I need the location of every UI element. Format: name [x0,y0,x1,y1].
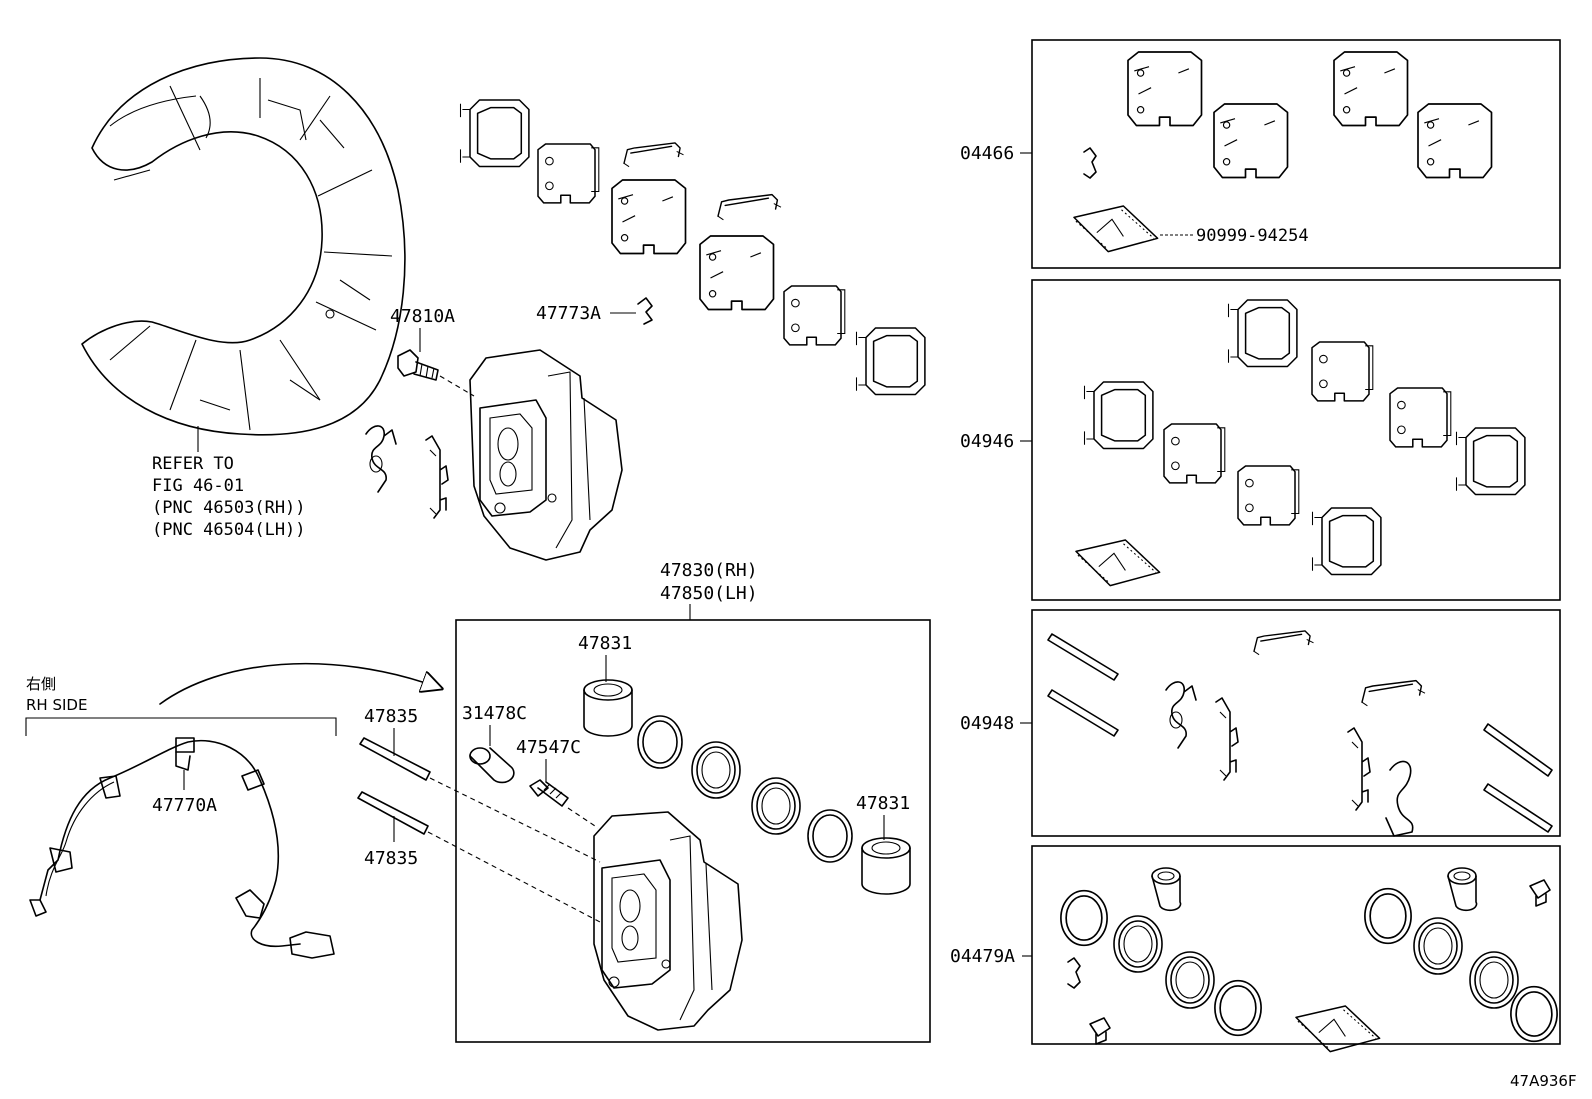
caliper-assembly-group: 47830(RH) 47850(LH) 47831 47831 31478C 4… [455,560,931,1043]
pad-clip-47773A: 47773A [536,297,653,325]
wear-sensor-harness: 47770A [29,737,335,959]
kit-04948-spring-1 [1165,681,1197,749]
guide-pin-47835-bottom: 47835 [357,791,601,923]
pad-shim-top-2 [783,285,846,346]
pad-bracket-top-right [855,327,926,396]
kit-04946-bracket-3 [1083,381,1154,450]
refer-line-1: REFER TO [152,454,234,474]
label-31478C: 31478C [462,703,527,724]
caliper-piston-2 [861,837,911,895]
kit-04479A-boot-1 [1151,867,1182,912]
kit-code-04948: 04948 [960,713,1014,734]
kit-04946-shim-2 [1389,387,1452,448]
brake-pad-top-1 [611,179,687,255]
kit-04948-pin-4 [1483,783,1553,833]
anti-rattle-spring-top-2 [717,193,782,221]
piston-seal-3 [751,777,801,835]
kit-04479A-seal-7 [1469,951,1519,1009]
label-47831-right: 47831 [856,793,910,814]
guide-pin-47835-top: 47835 [359,706,601,863]
kit-04946-bracket-1 [1227,299,1298,368]
kit-04479A-seal-4 [1214,979,1262,1037]
brake-pad-top-2 [699,235,775,311]
kit-04946-bracket-4 [1311,507,1382,576]
pad-bracket-top-left [459,99,530,168]
side-label-en: RH SIDE [26,696,87,714]
label-47810A: 47810A [390,306,455,327]
label-47547C: 47547C [516,737,581,758]
kit-code-04946: 04946 [960,431,1014,452]
caliper-body-lower [593,811,743,1031]
kit-04946-shim-1 [1311,341,1374,402]
label-47830-rh: 47830(RH) [660,560,758,581]
kit-04466-sublabel: 90999-94254 [1196,226,1309,246]
kit-04466-clip [1083,147,1097,179]
kit-code-04466: 04466 [960,143,1014,164]
kit-04946-bracket-2 [1455,427,1526,496]
kit-04948-antirattle-1 [1253,630,1315,656]
kit-04948-pin-3 [1483,723,1553,777]
kit-04948-pin-2 [1047,689,1119,737]
pad-shim-top-1 [537,143,600,204]
kit-04946-grease-packet [1075,539,1161,587]
piston-seal-2 [691,741,741,799]
label-47850-lh: 47850(LH) [660,583,758,604]
piston-seal-4 [807,809,853,863]
kit-04946: 04946 [960,279,1561,601]
pad-set-exploded [459,99,926,396]
caliper-piston-1 [583,679,633,737]
kit-04479A-boot-2 [1447,867,1478,912]
kit-04948-spring-2 [1215,697,1239,781]
kit-04466: 04466 90999-94254 [960,39,1561,269]
diagram-code: 47A936F [1510,1072,1577,1090]
kit-04948-spring-3 [1347,727,1371,811]
kit-04948-spring-4 [1385,760,1414,837]
kit-04946-shim-4 [1237,465,1300,526]
kit-04479A-seal-5 [1364,887,1412,945]
kit-04479A-cap-1 [1089,1017,1111,1045]
bleeder-plug-47547C [529,779,569,807]
kit-04479A-cap-2 [1529,879,1551,907]
kit-04479A-seal-6 [1413,917,1463,975]
kit-04479A-seal-8 [1510,985,1558,1043]
rh-side-section: 右側 RH SIDE [25,662,440,736]
kit-04479A: 04479A [950,845,1561,1053]
kit-04948-antirattle-2 [1361,679,1426,707]
kit-04466-grease-packet [1073,205,1159,253]
refer-line-3: (PNC 46503(RH)) [152,498,306,518]
caliper-bolt-47810A: 47810A [390,306,475,397]
label-47831-top: 47831 [578,633,632,654]
caliper-assembly-frame [455,619,931,1043]
kit-04466-pad-4 [1417,103,1493,179]
rh-side-arrow [159,662,440,705]
refer-line-2: FIG 46-01 [152,476,244,496]
kit-04466-pad-1 [1127,51,1203,127]
label-47773A: 47773A [536,303,601,324]
pin-boot-31478C [469,747,515,784]
kit-04946-shim-3 [1163,423,1226,484]
caliper-body-upper [469,349,623,561]
label-47835-bottom: 47835 [364,848,418,869]
kit-04948: 04948 [960,609,1561,837]
piston-seal-1 [637,715,683,769]
kit-04479A-seal-1 [1060,889,1108,947]
kit-04466-pad-3 [1333,51,1409,127]
anti-rattle-spring-top-1 [623,142,685,168]
dust-shield: REFER TO FIG 46-01 (PNC 46503(RH)) (PNC … [81,57,406,540]
side-label-jp: 右側 [26,675,56,693]
kit-04466-pad-2 [1213,103,1289,179]
pad-spring-left-1 [365,425,397,493]
kit-code-04479A: 04479A [950,946,1015,967]
label-47770A: 47770A [152,795,217,816]
kit-04479A-clip [1067,957,1081,989]
kit-04479A-seal-2 [1113,915,1163,973]
kit-04948-pin-1 [1047,633,1119,681]
pad-spring-left-2 [425,435,449,519]
label-47835-top: 47835 [364,706,418,727]
rh-side-bracket-line [25,717,337,736]
kit-04479A-seal-3 [1165,951,1215,1009]
refer-line-4: (PNC 46504(LH)) [152,520,306,540]
